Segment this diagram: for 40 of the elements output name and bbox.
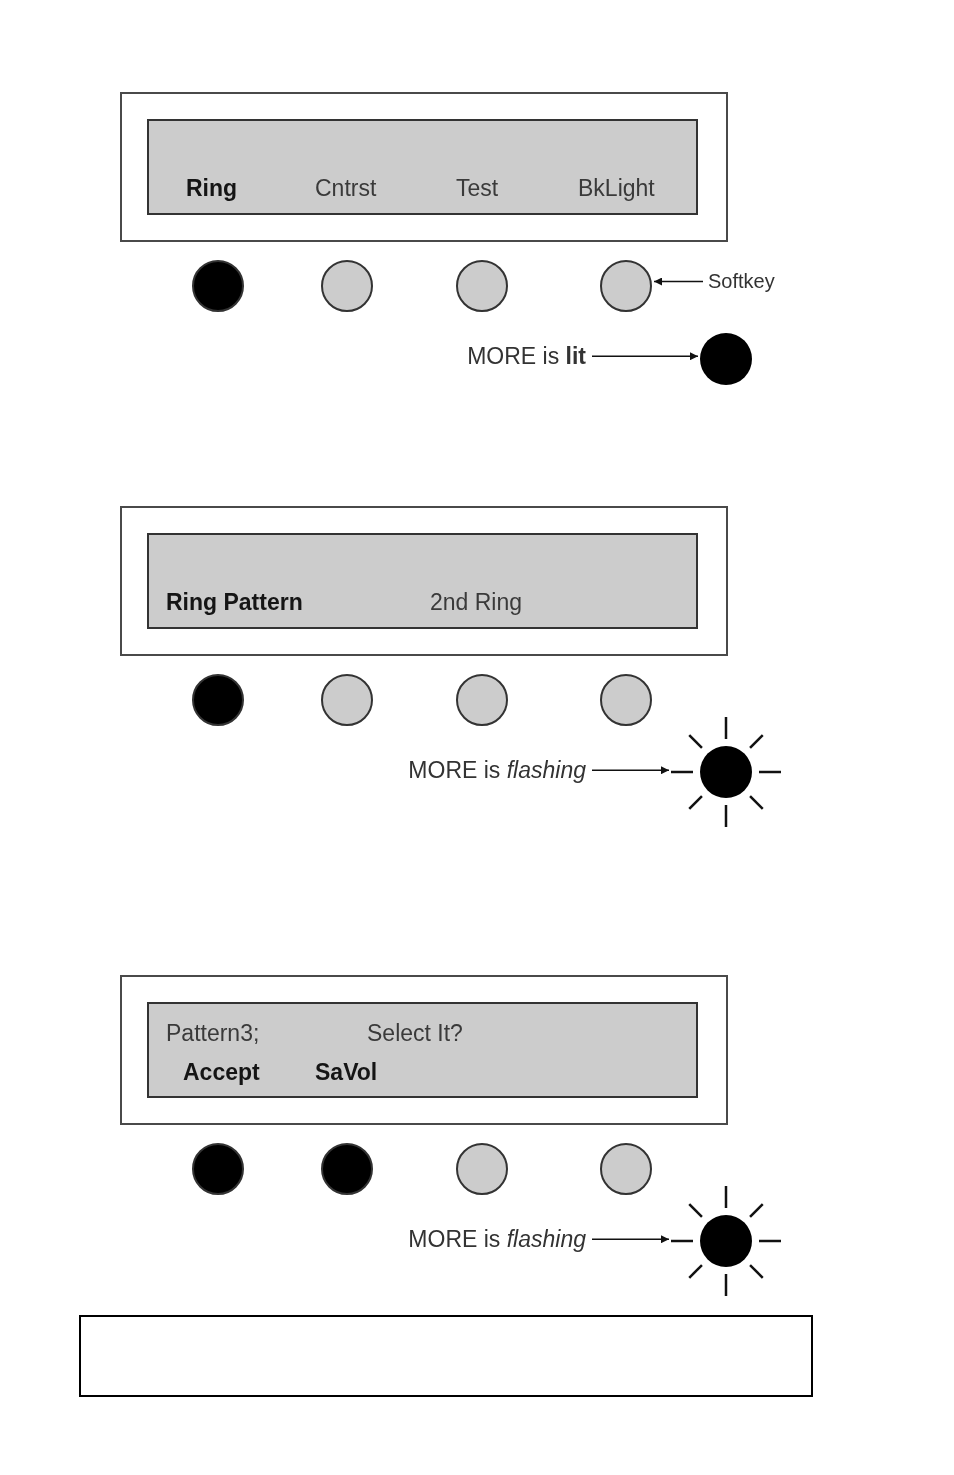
blank-panel: [79, 1315, 813, 1397]
softkey-button: [600, 674, 652, 726]
status-label: MORE is flashing: [408, 1226, 586, 1253]
softkey-label: SaVol: [315, 1059, 378, 1087]
arrow: [591, 1235, 670, 1244]
softkey-label: Ring Pattern: [166, 589, 303, 617]
softkey-label: Cntrst: [315, 175, 377, 203]
softkey-button: [192, 260, 244, 312]
lcd-screen: [147, 119, 698, 215]
indicator-light: [700, 333, 752, 385]
display-frame: [120, 506, 728, 656]
softkey-label: Ring: [186, 175, 238, 203]
callout-label: Softkey: [708, 270, 775, 293]
softkey-button: [456, 1143, 508, 1195]
display-text: Select It?: [367, 1020, 463, 1048]
softkey-label: Test: [456, 175, 499, 203]
lcd-screen: [147, 1002, 698, 1098]
softkey-button: [321, 1143, 373, 1195]
display-frame: [120, 92, 728, 242]
flashing-light-icon: [671, 1186, 781, 1296]
arrow: [591, 766, 670, 775]
softkey-button: [600, 1143, 652, 1195]
status-label: MORE is lit: [467, 343, 586, 370]
softkey-button: [600, 260, 652, 312]
lcd-screen: [147, 533, 698, 629]
softkey-button: [192, 674, 244, 726]
display-text: Pattern3;: [166, 1020, 260, 1048]
softkey-label: BkLight: [578, 175, 655, 203]
arrow: [591, 352, 699, 361]
softkey-button: [456, 260, 508, 312]
softkey-label: Accept: [183, 1059, 260, 1087]
softkey-button: [321, 260, 373, 312]
arrow: [653, 277, 704, 286]
softkey-button: [192, 1143, 244, 1195]
display-frame: [120, 975, 728, 1125]
softkey-button: [456, 674, 508, 726]
softkey-label: 2nd Ring: [430, 589, 523, 617]
softkey-button: [321, 674, 373, 726]
status-label: MORE is flashing: [408, 757, 586, 784]
flashing-light-icon: [671, 717, 781, 827]
